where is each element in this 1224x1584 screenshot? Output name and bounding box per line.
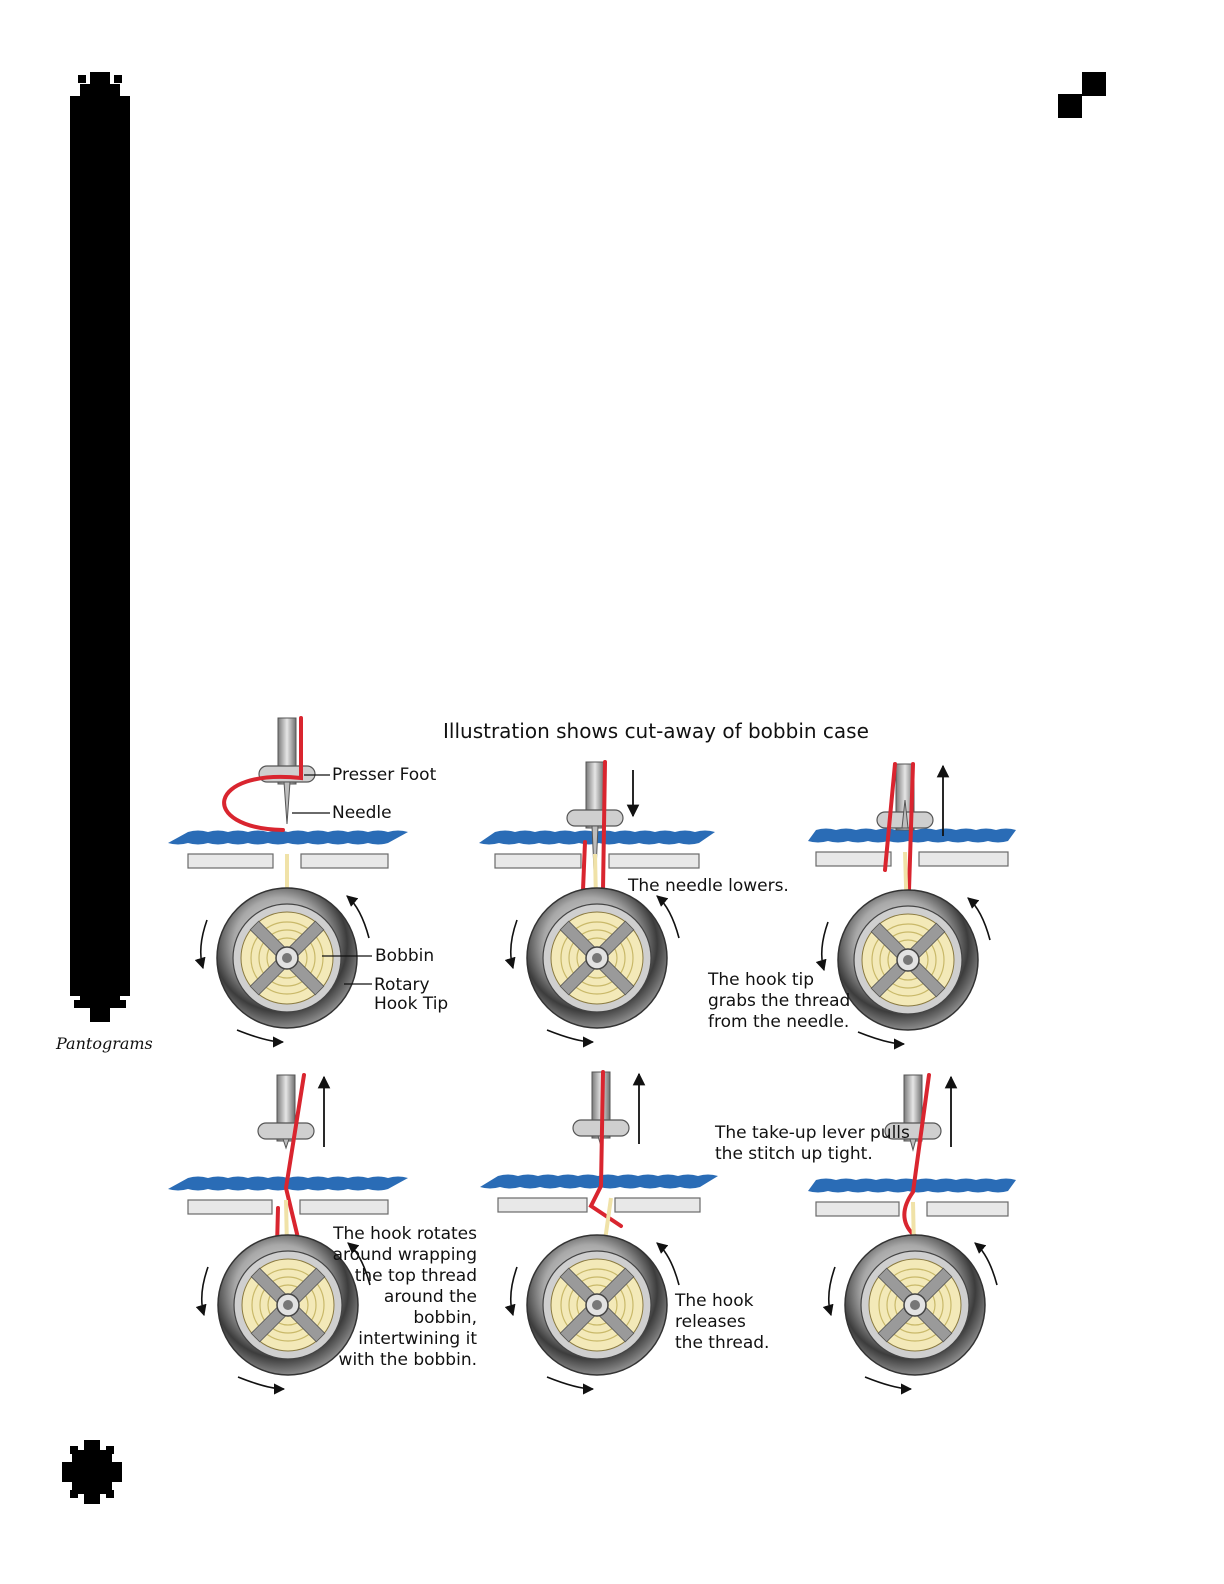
bobbin-wind xyxy=(886,1276,944,1334)
needle xyxy=(282,1138,290,1150)
stage-panel-6 xyxy=(808,1073,1016,1395)
bobbin-axle xyxy=(282,953,292,963)
bobbin-wind xyxy=(267,1284,309,1326)
step-caption-3: The hook rotates around wrapping the top… xyxy=(332,1224,477,1370)
needle-plate-left xyxy=(494,853,582,869)
rotation-arrow-bottom xyxy=(857,1031,906,1050)
bobbin-wind xyxy=(871,923,945,997)
step-caption-4: The hook releases the thread. xyxy=(675,1291,770,1353)
rotation-arrow-left xyxy=(815,921,829,972)
bobbin-axle xyxy=(283,1300,293,1310)
needle-plate-right xyxy=(299,1199,389,1215)
bobbin-wind xyxy=(576,937,618,979)
needle-plate-right xyxy=(926,1201,1009,1217)
needle-plate-left xyxy=(815,851,892,867)
needle xyxy=(283,781,291,825)
sidebar-bar xyxy=(70,96,130,996)
illustration-title: Illustration shows cut-away of bobbin ca… xyxy=(443,719,869,743)
stage-panel-4 xyxy=(168,1073,408,1395)
step-caption-1: The needle lowers. xyxy=(628,876,789,896)
rotation-arrow-bottom xyxy=(546,1376,595,1395)
bobbin-wind xyxy=(568,1276,626,1334)
rotation-arrow-left xyxy=(194,919,208,970)
rotary-hook-tip-label-line2: Hook Tip xyxy=(374,994,449,1014)
needle-plate-right xyxy=(614,1197,701,1213)
presser-foot xyxy=(257,1122,315,1140)
fabric xyxy=(168,830,408,845)
needle-plate-right xyxy=(300,853,389,869)
bobbin-wind xyxy=(251,1268,325,1342)
bobbin-wind xyxy=(560,921,634,995)
presser-foot-label: Presser Foot xyxy=(332,765,437,785)
top-thread xyxy=(222,716,303,832)
needle-plate-left xyxy=(497,1197,588,1213)
bobbin-wind xyxy=(258,929,316,987)
rotation-arrow-left xyxy=(504,919,518,970)
stage-panel-3 xyxy=(808,762,1016,1050)
rotation-arrow-bottom xyxy=(546,1029,595,1048)
bobbin-axle xyxy=(592,953,602,963)
rotation-arrow-right xyxy=(656,895,680,939)
step-caption-2: The hook tip grabs the thread from the n… xyxy=(708,970,851,1032)
bobbin-wind xyxy=(250,921,324,995)
bobbin-label: Bobbin xyxy=(375,946,435,966)
rotation-arrow-right xyxy=(346,895,370,939)
needle-plate-right xyxy=(918,851,1009,867)
bobbin-wind xyxy=(560,1268,634,1342)
rotation-arrow-bottom xyxy=(237,1376,286,1395)
rotation-arrow-left xyxy=(504,1266,518,1317)
rotation-arrow-right xyxy=(347,1242,371,1286)
stage-panel-1 xyxy=(168,716,408,1048)
rotary-hook-tip-label-line1: Rotary xyxy=(374,975,430,995)
rotation-arrow-right xyxy=(967,897,991,941)
rotation-arrow-bottom xyxy=(864,1376,913,1395)
step-caption-5: The take-up lever pulls the stitch up ti… xyxy=(715,1123,910,1164)
brand-logo: Pantograms xyxy=(56,1034,153,1053)
needle-plate-left xyxy=(815,1201,900,1217)
rotation-arrow-bottom xyxy=(236,1029,285,1048)
bobbin-wind xyxy=(576,1284,618,1326)
bobbin-wind xyxy=(878,1268,952,1342)
needle xyxy=(909,1138,917,1152)
bobbin-wind xyxy=(894,1284,936,1326)
bobbin-axle xyxy=(592,1300,602,1310)
needle xyxy=(901,799,909,829)
needle-plate-left xyxy=(187,853,274,869)
stage-panel-2 xyxy=(479,760,715,1048)
presser-foot xyxy=(258,765,316,783)
needle-plate-left xyxy=(187,1199,273,1215)
bobbin-axle xyxy=(910,1300,920,1310)
rotation-arrow-right xyxy=(974,1242,998,1286)
rotation-arrow-left xyxy=(195,1266,209,1317)
bobbin-wind xyxy=(879,931,937,989)
fabric xyxy=(480,1174,718,1189)
bobbin-wind xyxy=(266,937,308,979)
stage-panel-5 xyxy=(480,1070,718,1395)
bobbin-wind xyxy=(568,929,626,987)
presser-foot xyxy=(566,809,624,827)
bobbin-wind xyxy=(887,939,929,981)
bobbin-axle xyxy=(903,955,913,965)
needle-label: Needle xyxy=(332,803,392,823)
rotation-arrow-left xyxy=(822,1266,836,1317)
needle-plate-right xyxy=(608,853,700,869)
bobbin-wind xyxy=(259,1276,317,1334)
top-thread xyxy=(588,1070,623,1228)
rotation-arrow-right xyxy=(656,1242,680,1286)
